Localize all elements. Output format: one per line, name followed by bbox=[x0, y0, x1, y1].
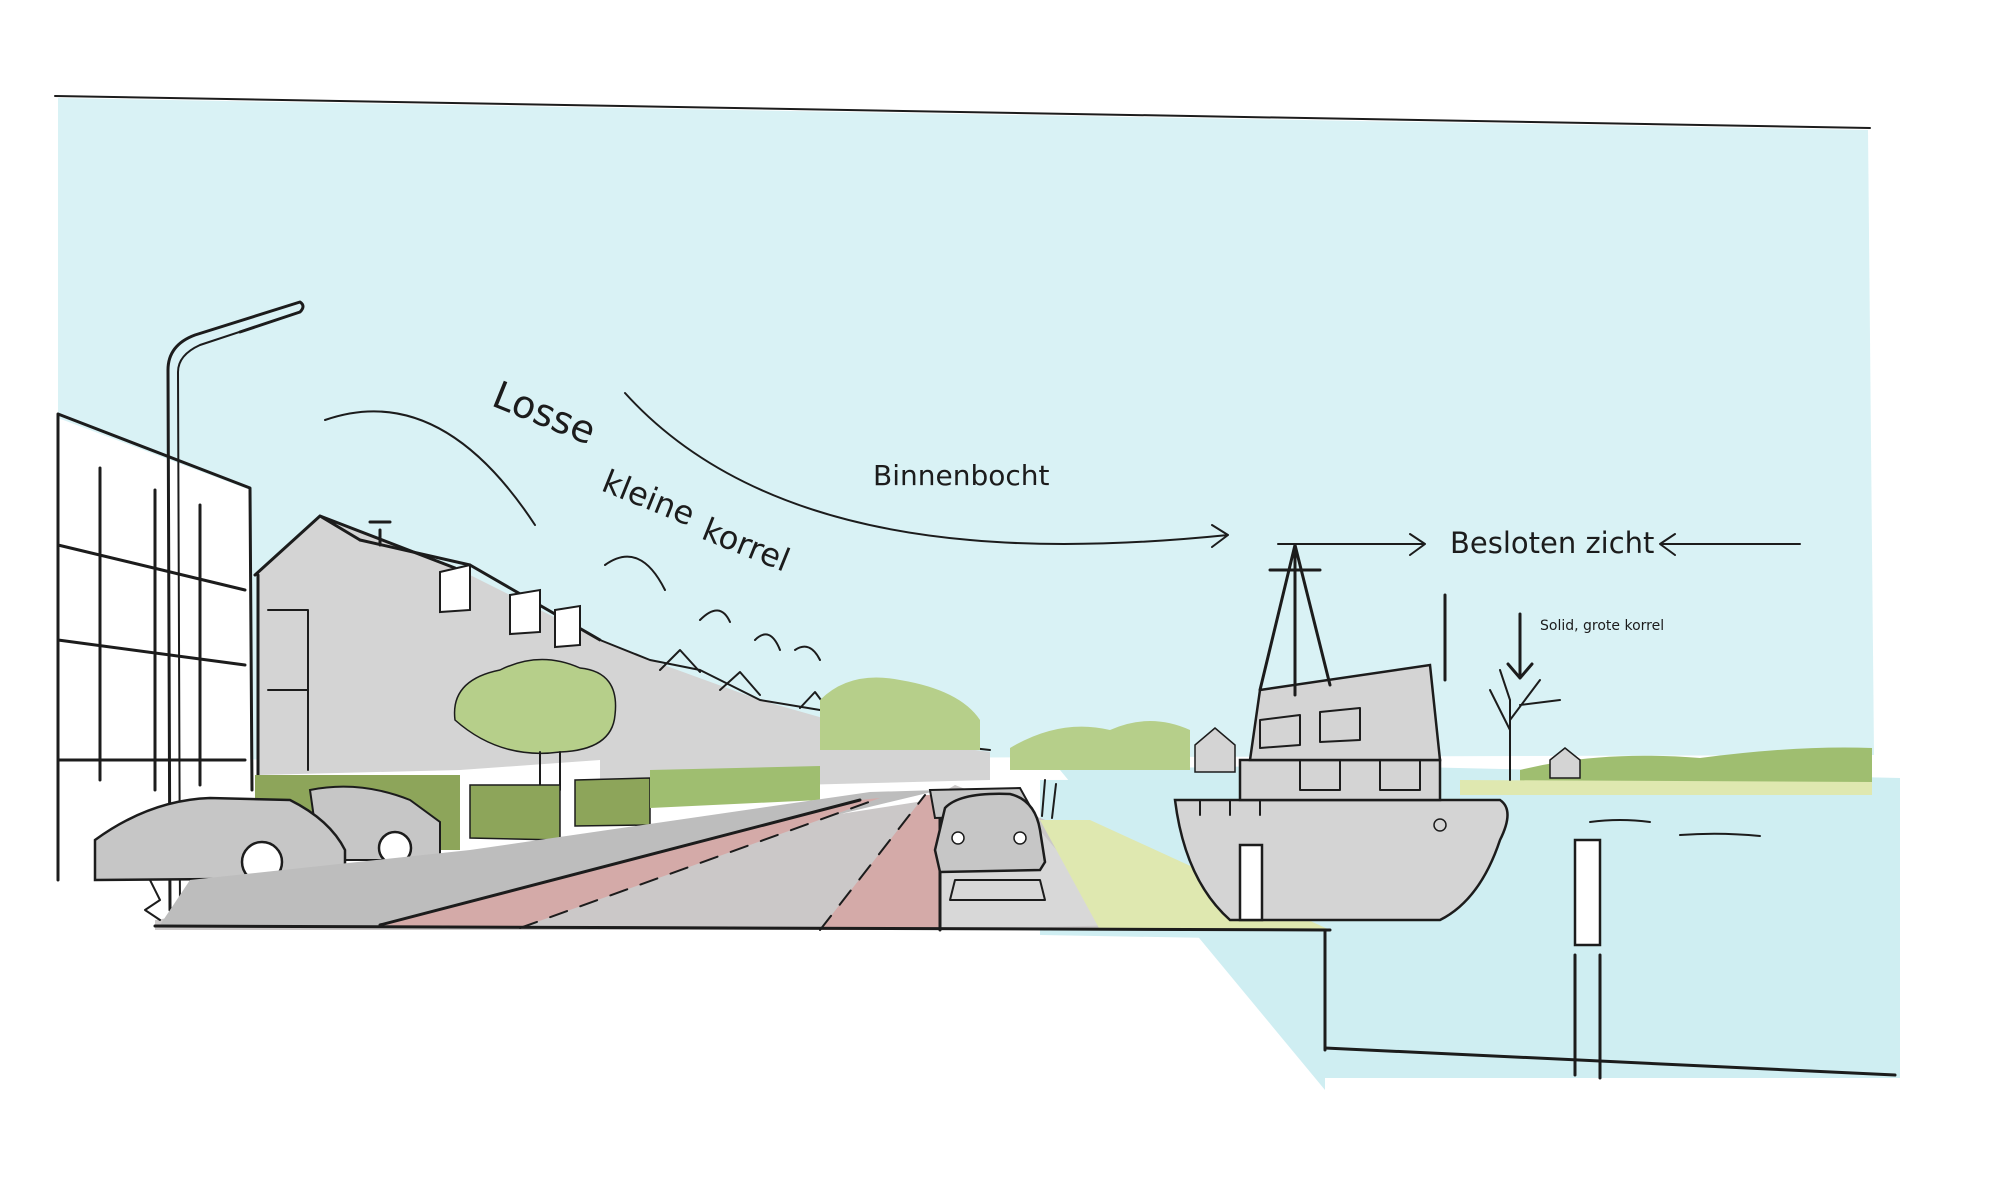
front-tree-trunk bbox=[539, 751, 561, 791]
mooring-post-right-below bbox=[1573, 953, 1602, 1080]
houses-far-gables bbox=[659, 649, 965, 743]
label-besloten-zicht: Besloten zicht bbox=[1450, 526, 1654, 560]
far-shore-grass bbox=[1460, 780, 1872, 795]
besloten-arrow-right bbox=[1659, 533, 1801, 556]
hedge-far bbox=[650, 766, 820, 808]
boat-windows bbox=[1259, 707, 1421, 791]
boat-mast bbox=[1258, 543, 1447, 697]
parked-car-front bbox=[933, 792, 1047, 874]
water-ripple-1 bbox=[1589, 819, 1651, 823]
boat-bridge bbox=[1248, 663, 1442, 762]
bike-lane-left bbox=[380, 798, 880, 928]
solid-arrow-down bbox=[1506, 612, 1534, 680]
hedge-right bbox=[574, 777, 651, 827]
street-lamp-pole-inner bbox=[177, 311, 301, 911]
bare-tree bbox=[1489, 669, 1561, 781]
binnenbocht-arrow bbox=[624, 392, 1229, 548]
far-house-1 bbox=[1194, 727, 1236, 773]
ground-tufts bbox=[144, 779, 1057, 921]
boat-rail bbox=[1179, 799, 1501, 816]
label-binnenbocht: Binnenbocht bbox=[873, 459, 1049, 492]
dormer-1 bbox=[439, 563, 471, 614]
parking-marking bbox=[949, 879, 1046, 901]
sky-edge-top bbox=[54, 95, 1871, 129]
mid-trees bbox=[820, 677, 980, 750]
sidewalk bbox=[160, 790, 940, 925]
hedge-mid bbox=[469, 784, 561, 841]
road-edge-left bbox=[378, 798, 862, 927]
losse-arc bbox=[324, 410, 536, 526]
boat-porthole bbox=[1433, 818, 1447, 832]
office-outline bbox=[56, 412, 254, 882]
car-front-headlight-r bbox=[1013, 831, 1027, 845]
dormer-2 bbox=[509, 588, 541, 636]
car-front-headlight-l bbox=[951, 831, 965, 845]
besloten-arrow-left bbox=[1277, 533, 1426, 556]
far-shore-right bbox=[1520, 747, 1872, 790]
dormer-3 bbox=[554, 604, 581, 649]
street-lamp-pole bbox=[166, 300, 305, 912]
far-trees bbox=[1010, 721, 1190, 770]
basin-bottom bbox=[1323, 1046, 1897, 1077]
front-tree bbox=[453, 658, 617, 755]
kleine-arcs bbox=[604, 555, 821, 661]
ground-line bbox=[153, 924, 1332, 932]
road-dashes bbox=[519, 794, 926, 931]
bike-lane-right bbox=[820, 795, 940, 930]
boat-hull bbox=[1173, 798, 1509, 922]
water-ripple-2 bbox=[1679, 832, 1761, 837]
houses-far bbox=[600, 640, 990, 790]
far-house-2 bbox=[1549, 747, 1581, 779]
label-solid-grote-korrel: Solid, grote korrel bbox=[1540, 618, 1664, 634]
mooring-post-left bbox=[1238, 843, 1264, 922]
mooring-post-right bbox=[1573, 838, 1602, 947]
